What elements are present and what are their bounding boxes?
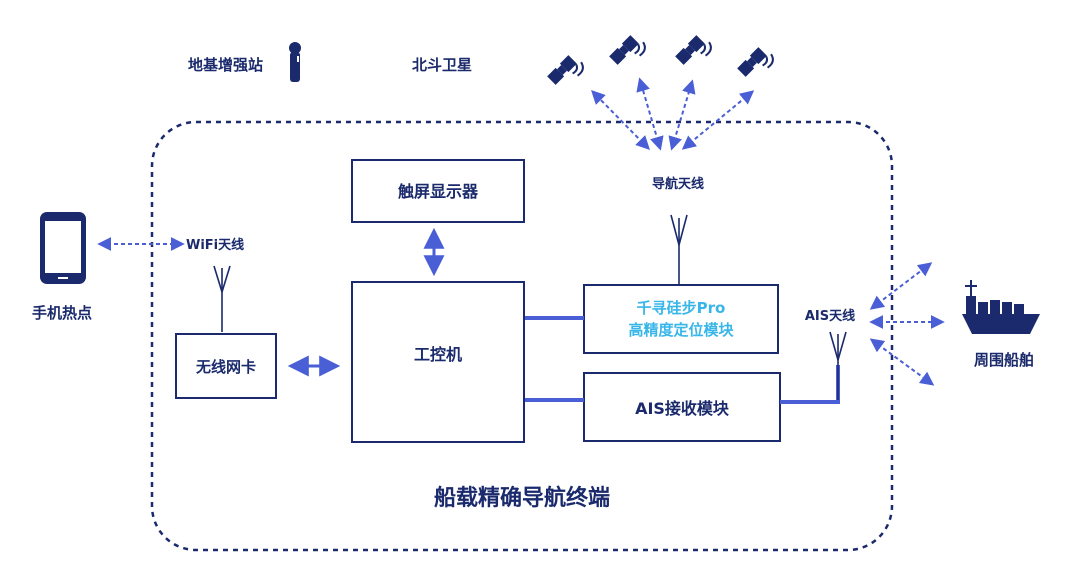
ais-module-label: AIS接收模块: [635, 399, 730, 418]
terminal-title: 船载精确导航终端: [434, 485, 610, 511]
phone-hotspot-label: 手机热点: [32, 304, 92, 322]
satellite-icon: [736, 43, 778, 85]
wifi-antenna-label: WiFi天线: [186, 237, 244, 253]
positioning-module-line1: 千寻硅步Pro: [637, 299, 726, 317]
touchscreen-label: 触屏显示器: [397, 182, 479, 201]
positioning-module-box: 千寻硅步Pro 高精度定位模块: [583, 284, 779, 354]
nav-antenna-icon: [670, 214, 688, 285]
ais-signal-arrows: [869, 262, 945, 386]
phone-icon: [40, 212, 86, 284]
satellite-signal-arrows: [591, 77, 755, 151]
wireless-card-box: 无线网卡: [175, 333, 277, 399]
ipc-box: 工控机: [351, 281, 525, 443]
nav-antenna-label: 导航天线: [652, 176, 704, 192]
satellite-icon: [674, 31, 716, 73]
wifi-antenna-icon: [213, 265, 231, 332]
ais-antenna-icon: [829, 331, 847, 400]
ship-icon: [962, 280, 1040, 334]
satellite-icon: [546, 51, 588, 93]
positioning-module-line2: 高精度定位模块: [628, 321, 734, 339]
satellite-icon: [608, 31, 650, 73]
ais-antenna-label: AIS天线: [805, 308, 855, 324]
ground-station-label: 地基增强站: [188, 56, 263, 74]
ipc-label: 工控机: [414, 345, 462, 364]
touchscreen-box: 触屏显示器: [351, 159, 525, 223]
nearby-ships-label: 周围船舶: [974, 351, 1034, 369]
ais-module-box: AIS接收模块: [583, 372, 781, 442]
beidou-satellite-label: 北斗卫星: [412, 56, 472, 74]
terminal-boundary: [150, 120, 894, 552]
ground-station-icon: [289, 42, 301, 82]
wireless-card-label: 无线网卡: [195, 358, 256, 376]
